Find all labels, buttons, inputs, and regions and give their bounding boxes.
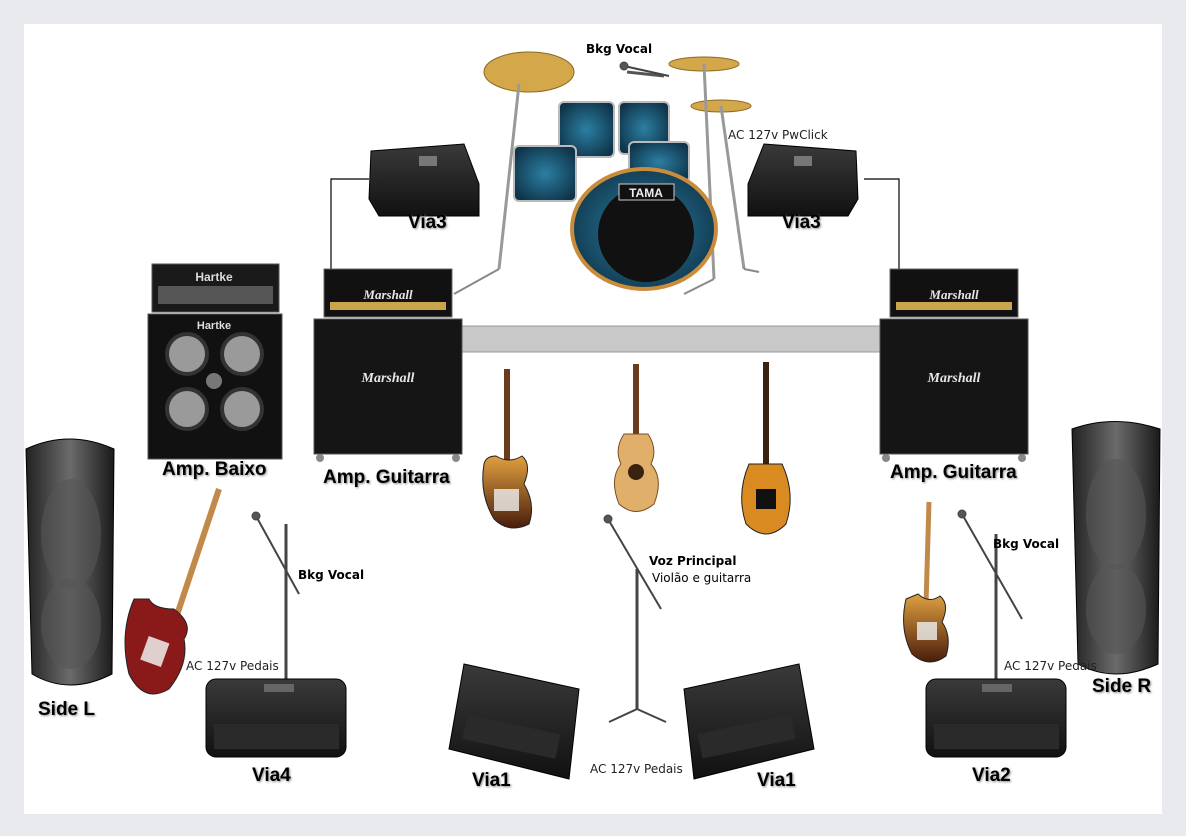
drum-kit: TAMA (453, 51, 760, 295)
label-via3-right: Via3 (782, 212, 821, 233)
label-amp-guitarra-right: Amp. Guitarra (890, 462, 1017, 483)
label-via3-left: Via3 (408, 212, 447, 233)
cable-lines (330, 178, 900, 269)
label-via1-right: Via1 (757, 770, 796, 791)
label-via4: Via4 (252, 765, 291, 786)
label-ac-pwclick: AC 127v PwClick (728, 128, 828, 142)
monitor-via1-right (683, 663, 815, 780)
label-bkg-vocal-top: Bkg Vocal (586, 42, 653, 56)
guitar-amp-right-head-brand: Marshall (928, 287, 979, 302)
label-via1-left: Via1 (472, 770, 511, 791)
bass-amp-head-brand: Hartke (195, 270, 233, 284)
label-ac-pedais-center: AC 127v Pedais (590, 762, 683, 776)
acoustic-guitar (614, 364, 659, 512)
bass-amp-cab-brand: Hartke (197, 320, 231, 332)
mic-stand-bkg-right (957, 509, 1023, 679)
monitor-via3-right (747, 143, 859, 217)
side-fill-left (25, 438, 115, 686)
label-amp-guitarra-left: Amp. Guitarra (323, 467, 450, 488)
label-voz-principal: Voz Principal (649, 554, 737, 568)
electric-guitar-semihollow (741, 362, 791, 535)
label-bkg-vocal-left: Bkg Vocal (298, 568, 365, 582)
mic-stand-bkg-left (251, 511, 300, 679)
label-via2: Via2 (972, 765, 1011, 786)
monitor-via3-left (368, 143, 480, 217)
stage-plot-illustration: TAMA Hartke Hartke Marshall Marshall (25, 51, 1161, 780)
stage-plot-canvas: TAMA Hartke Hartke Marshall Marshall (24, 24, 1162, 814)
bass-amp: Hartke Hartke (147, 263, 283, 460)
monitor-via1-left (448, 663, 580, 780)
guitar-amp-left: Marshall Marshall (313, 268, 463, 462)
label-side-r: Side R (1092, 676, 1152, 697)
mic-drum-overhead (619, 61, 670, 77)
side-fill-right (1071, 421, 1161, 675)
bass-guitar (124, 488, 222, 695)
label-amp-baixo: Amp. Baixo (162, 459, 267, 480)
mic-stand-voz-principal (603, 514, 667, 723)
electric-guitar-strat-right (903, 501, 949, 663)
label-side-l: Side L (38, 699, 96, 720)
guitar-amp-left-head-brand: Marshall (362, 287, 413, 302)
label-bkg-vocal-right: Bkg Vocal (993, 537, 1060, 551)
guitar-amp-right: Marshall Marshall (879, 268, 1029, 462)
label-ac-pedais-right: AC 127v Pedais (1004, 659, 1097, 673)
drum-brand: TAMA (629, 186, 663, 200)
guitar-amp-left-cab-brand: Marshall (361, 371, 415, 386)
label-ac-pedais-left: AC 127v Pedais (186, 659, 279, 673)
guitar-amp-right-cab-brand: Marshall (927, 371, 981, 386)
electric-guitar-strat-center (482, 369, 533, 529)
monitor-via4 (205, 678, 347, 758)
label-violao-guitarra: Violão e guitarra (652, 571, 752, 585)
monitor-via2 (925, 678, 1067, 758)
stage-riser (459, 325, 881, 353)
